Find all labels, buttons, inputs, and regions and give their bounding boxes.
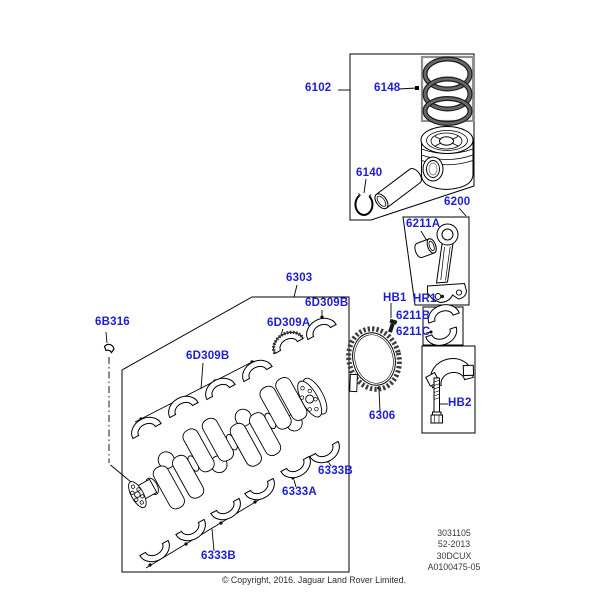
callout-HB1[interactable]: HB1 xyxy=(383,292,407,304)
callout-6211B[interactable]: 6211B xyxy=(396,310,431,322)
small-end-bushing-drawing xyxy=(414,238,437,259)
ref-number-2: 52-2013 xyxy=(437,539,471,550)
callout-6148[interactable]: 6148 xyxy=(374,82,401,94)
crankshaft-box xyxy=(121,296,350,573)
upper-main-bearing-shells-drawing xyxy=(126,312,337,440)
callout-6303[interactable]: 6303 xyxy=(286,272,313,284)
gudgeon-pin-drawing xyxy=(374,168,422,210)
connecting-rod-box xyxy=(402,216,470,306)
drawing-reference-block: 3031105 52-2013 30DCUX A0100475-05 xyxy=(408,528,500,574)
callout-6211C[interactable]: 6211C xyxy=(396,326,431,338)
rod-cap-drawing xyxy=(425,358,475,389)
callout-6200[interactable]: 6200 xyxy=(444,196,471,208)
callout-6D309B-top[interactable]: 6D309B xyxy=(305,297,349,309)
cap-bolt-drawing xyxy=(430,377,443,424)
ref-number-3: 30DCUX xyxy=(436,550,472,561)
rod-plug-drawing xyxy=(434,293,444,300)
callout-6333B-right[interactable]: 6333B xyxy=(318,465,353,477)
copyright-notice: © Copyright, 2016. Jaguar Land Rover Lim… xyxy=(222,575,406,585)
piston-assembly-box xyxy=(349,53,475,221)
leader-lines xyxy=(105,87,467,569)
rod-cap-box xyxy=(421,345,476,434)
crankshaft-drawing xyxy=(128,377,328,510)
ref-number-4: A0100475-05 xyxy=(427,562,481,573)
circlip-drawing xyxy=(354,193,374,216)
rod-bearing-shells-drawing xyxy=(424,300,461,350)
callout-6140[interactable]: 6140 xyxy=(356,167,383,179)
callout-6B316[interactable]: 6B316 xyxy=(95,316,130,328)
callout-6333B-bottom[interactable]: 6333B xyxy=(201,550,236,562)
woodruff-key-drawing xyxy=(103,343,115,354)
callout-6333A[interactable]: 6333A xyxy=(282,486,317,498)
sensor-ring-bolt-drawing xyxy=(388,318,398,333)
callout-6D309B-left[interactable]: 6D309B xyxy=(186,350,230,362)
callout-6D309A[interactable]: 6D309A xyxy=(267,317,311,329)
connecting-rod-drawing xyxy=(427,223,468,304)
callout-6102[interactable]: 6102 xyxy=(305,82,332,94)
callout-HB2[interactable]: HB2 xyxy=(448,397,472,409)
piston-rings-drawing xyxy=(422,56,473,126)
ref-number-1: 3031105 xyxy=(437,528,471,538)
thrust-bearing-flange xyxy=(272,330,305,355)
piston-drawing xyxy=(420,126,474,191)
callout-HR1[interactable]: HR1 xyxy=(413,293,437,305)
ring-gear-drawing xyxy=(346,326,402,393)
callout-6306[interactable]: 6306 xyxy=(369,410,396,422)
callout-6211A[interactable]: 6211A xyxy=(406,218,441,230)
